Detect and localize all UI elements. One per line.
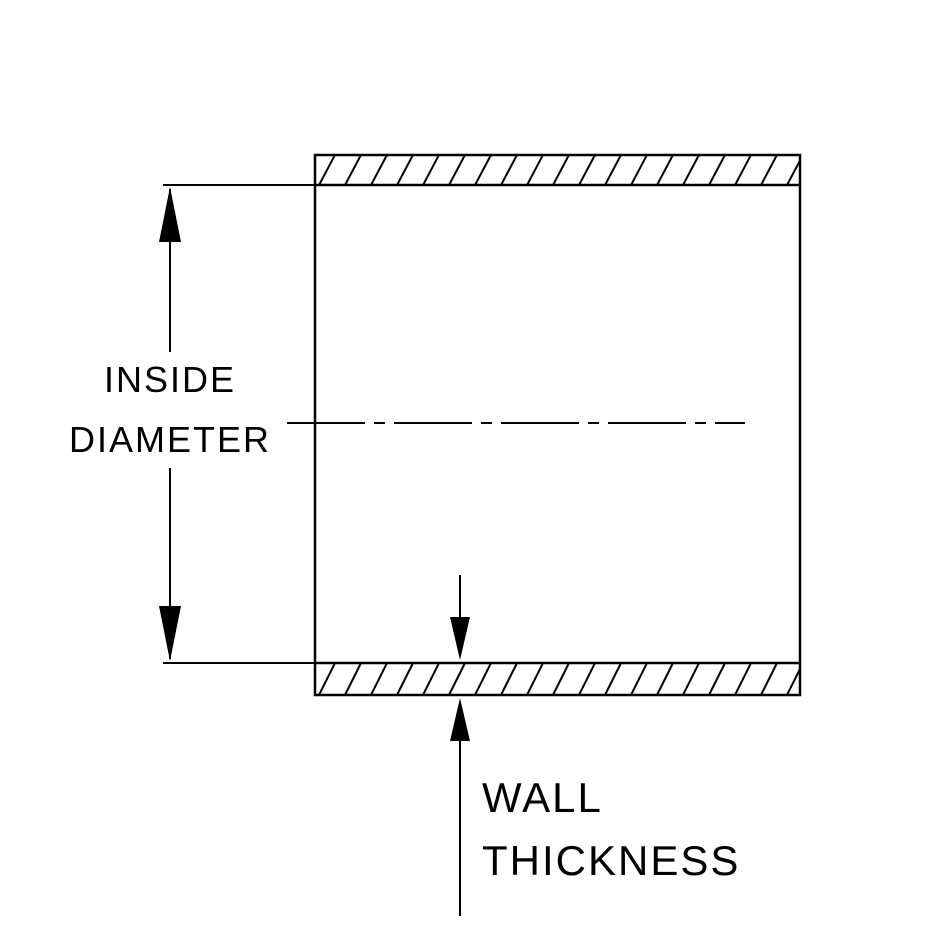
- wall-thickness-label: WALL THICKNESS: [482, 766, 740, 892]
- inside-diameter-label: INSIDE DIAMETER: [69, 350, 271, 470]
- tube-body-outline: [313, 153, 802, 697]
- wall-thickness-label-line1: WALL: [482, 774, 603, 821]
- inside-diameter-label-line1: INSIDE: [103, 359, 237, 400]
- dimension-arrowhead-down: [159, 606, 181, 661]
- inside-diameter-label-line2: DIAMETER: [68, 419, 272, 460]
- wall-thickness-arrowhead-up: [450, 698, 470, 741]
- wall-thickness-label-line2: THICKNESS: [482, 837, 741, 884]
- bottom-wall-hatch: [315, 663, 800, 695]
- dimension-arrowhead-up: [159, 187, 181, 242]
- wall-thickness-arrowhead-down: [450, 617, 470, 660]
- top-wall-hatch: [315, 155, 800, 185]
